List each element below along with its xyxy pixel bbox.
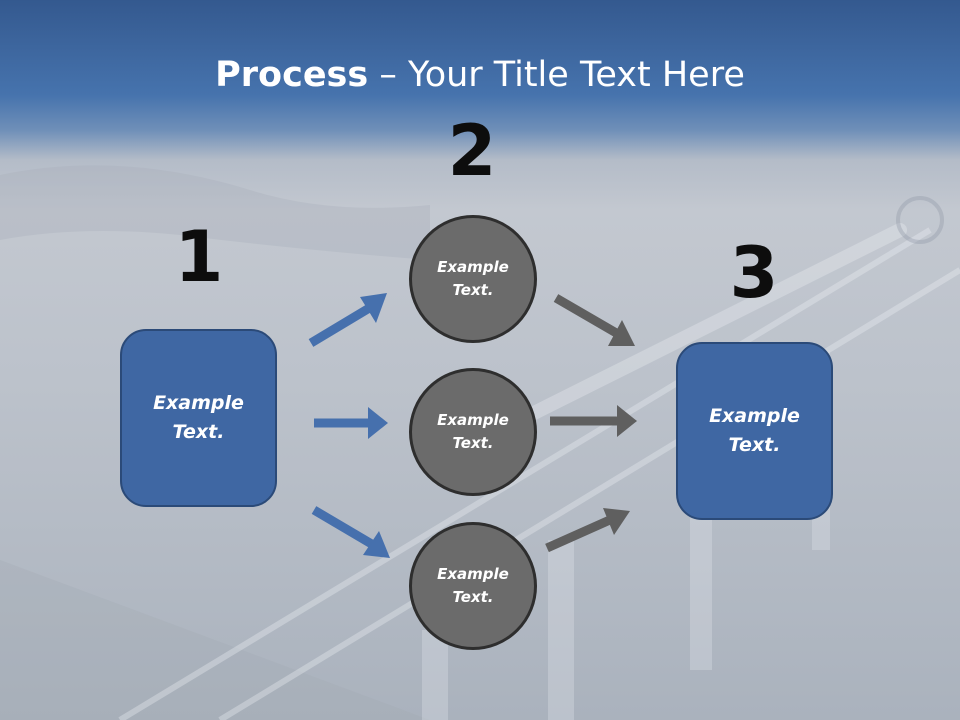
gray-arrow-down — [553, 294, 635, 346]
step-3-label-line2: Text. — [728, 434, 781, 456]
blue-arrow-down — [311, 506, 390, 558]
circle-top-line2: Text. — [452, 281, 494, 299]
circle-middle-line1: Example — [437, 411, 509, 429]
blue-arrow-right — [314, 407, 388, 439]
step-number-2: 2 — [447, 110, 497, 192]
circle-bottom-line2: Text. — [452, 588, 494, 606]
step-1-box: Example Text. — [120, 329, 277, 507]
title-bold: Process — [215, 55, 369, 95]
circle-top-line1: Example — [437, 258, 509, 276]
step-1-label-line1: Example — [153, 392, 244, 414]
circle-top: Example Text. — [409, 215, 537, 343]
gray-arrow-up — [545, 508, 630, 553]
circle-bottom: Example Text. — [409, 522, 537, 650]
step-number-3: 3 — [729, 232, 779, 314]
circle-middle: Example Text. — [409, 368, 537, 496]
blue-arrow-up — [308, 293, 387, 347]
circle-middle-line2: Text. — [452, 434, 494, 452]
gray-arrow-right — [550, 405, 637, 437]
circle-bottom-line1: Example — [437, 565, 509, 583]
slide-title: Process – Your Title Text Here — [0, 52, 960, 98]
step-3-label-line1: Example — [709, 405, 800, 427]
step-3-box: Example Text. — [676, 342, 833, 520]
step-1-label-line2: Text. — [172, 421, 225, 443]
title-rest: – Your Title Text Here — [368, 55, 745, 95]
step-number-1: 1 — [174, 216, 224, 298]
